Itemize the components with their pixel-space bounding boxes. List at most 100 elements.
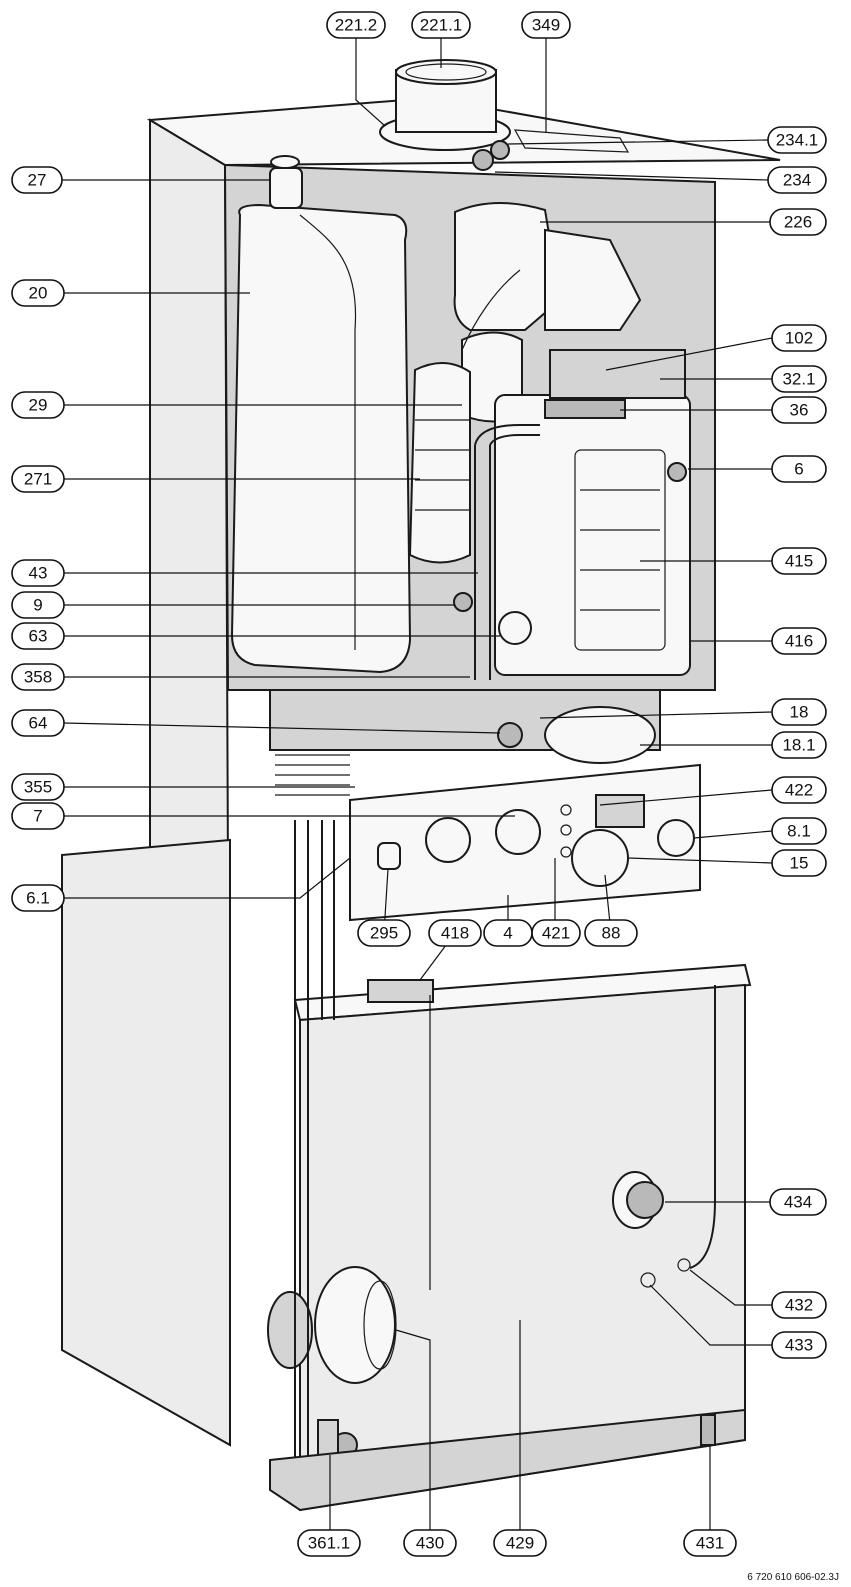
callout-8-1-text: 8.1 xyxy=(787,822,811,841)
callout-361-1: 361.1 xyxy=(297,1529,361,1557)
automatic-air-vent xyxy=(270,155,300,169)
callout-295-text: 295 xyxy=(370,924,398,943)
automatic-air-vent-body xyxy=(269,167,303,209)
cylinder-pump-face xyxy=(363,1280,397,1370)
callout-4-text: 4 xyxy=(503,924,512,943)
indicator-2 xyxy=(560,824,572,836)
callout-361-1-text: 361.1 xyxy=(308,1534,351,1553)
callout-234-text: 234 xyxy=(783,171,811,190)
callout-295: 295 xyxy=(357,919,411,947)
leader-18 xyxy=(539,711,773,719)
callout-63-text: 63 xyxy=(29,627,48,646)
callout-6-text: 6 xyxy=(794,460,803,479)
lower-casing-left xyxy=(61,838,231,1447)
leader-433 xyxy=(649,1284,772,1346)
callout-434: 434 xyxy=(769,1188,827,1216)
callout-430: 430 xyxy=(403,1529,457,1557)
dhw-temp-dial xyxy=(495,809,541,855)
callout-20-text: 20 xyxy=(29,284,48,303)
pump xyxy=(544,706,656,764)
callout-271: 271 xyxy=(11,465,65,493)
callout-271-text: 271 xyxy=(24,470,52,489)
leader-422 xyxy=(599,789,773,806)
callout-27: 27 xyxy=(11,166,63,194)
boiler-left-side-panel xyxy=(149,118,230,902)
flue-sample-point-2 xyxy=(490,140,510,160)
callout-18-text: 18 xyxy=(790,703,809,722)
condensate-siphon xyxy=(408,362,471,564)
callout-labels: 221.2 221.1 349 234.1 27 234 226 20 102 … xyxy=(11,11,827,1557)
callout-416: 416 xyxy=(771,627,827,655)
callout-88: 88 xyxy=(584,919,638,947)
callout-221-1: 221.1 xyxy=(411,11,471,39)
callout-429: 429 xyxy=(493,1529,547,1557)
callout-63: 63 xyxy=(11,622,65,650)
callout-433-text: 433 xyxy=(785,1336,813,1355)
callout-6-1: 6.1 xyxy=(11,884,65,912)
leader-102 xyxy=(605,337,773,371)
callout-432-text: 432 xyxy=(785,1296,813,1315)
tank-top-plate xyxy=(293,963,752,1022)
sensor-well-432 xyxy=(677,1258,691,1272)
callout-88-text: 88 xyxy=(602,924,621,943)
callout-234-1: 234.1 xyxy=(767,126,827,154)
rating-plate xyxy=(367,979,434,1003)
callout-6: 6 xyxy=(771,455,827,483)
callout-355: 355 xyxy=(11,773,65,801)
indicator-3 xyxy=(560,846,572,858)
callout-415-text: 415 xyxy=(785,552,813,571)
drawing-reference-code: 6 720 610 606-02.3J xyxy=(747,1572,839,1583)
fan-cable xyxy=(461,269,521,351)
callout-36-text: 36 xyxy=(790,401,809,420)
base-plinth xyxy=(269,1408,746,1512)
callout-421: 421 xyxy=(531,919,581,947)
callout-355-text: 355 xyxy=(24,778,52,797)
callout-7: 7 xyxy=(11,802,65,830)
lid-sticker xyxy=(513,129,630,153)
callout-32-1: 32.1 xyxy=(771,365,827,393)
leader-64 xyxy=(63,722,501,734)
cylinder-pump-body xyxy=(314,1266,396,1384)
leader-432 xyxy=(689,1269,772,1306)
pump-selector xyxy=(377,842,401,870)
leader-8-1 xyxy=(693,830,773,839)
leader-430 xyxy=(395,1329,431,1530)
cold-water-pipe xyxy=(294,820,309,1470)
flue-sample-point-1 xyxy=(472,149,494,171)
heat-exchanger-plate-fins xyxy=(275,754,350,796)
anode xyxy=(626,1181,664,1219)
callout-29: 29 xyxy=(11,391,65,419)
callout-221-2-text: 221.2 xyxy=(335,16,378,35)
expansion-vessel xyxy=(230,203,412,674)
pump-vent xyxy=(497,722,523,748)
callout-27-text: 27 xyxy=(28,171,47,190)
control-panel-display xyxy=(595,794,645,828)
callout-358-text: 358 xyxy=(24,668,52,687)
callout-422: 422 xyxy=(771,776,827,804)
leader-lines xyxy=(62,37,773,1530)
drain-valve-9 xyxy=(453,592,473,612)
callout-416-text: 416 xyxy=(785,632,813,651)
flow-sensor xyxy=(667,462,687,482)
callout-431: 431 xyxy=(683,1529,737,1557)
callout-7-text: 7 xyxy=(33,807,42,826)
return-riser xyxy=(321,820,335,1020)
callout-43: 43 xyxy=(11,559,65,587)
return-pipe-connector xyxy=(498,611,532,645)
callout-226: 226 xyxy=(769,208,827,236)
callout-43-text: 43 xyxy=(29,564,48,583)
callout-234-1-text: 234.1 xyxy=(776,131,819,150)
indicator-1 xyxy=(560,804,572,816)
leader-221-2 xyxy=(355,37,386,127)
callout-102-text: 102 xyxy=(785,329,813,348)
leader-234 xyxy=(494,171,769,181)
callout-9: 9 xyxy=(11,591,65,619)
callout-9-text: 9 xyxy=(33,596,42,615)
callout-421-text: 421 xyxy=(542,924,570,943)
main-switch xyxy=(657,819,695,857)
callout-418: 418 xyxy=(428,919,482,947)
flue-pipe-inner xyxy=(405,63,487,81)
callout-64: 64 xyxy=(11,709,65,737)
callout-36: 36 xyxy=(771,396,827,424)
